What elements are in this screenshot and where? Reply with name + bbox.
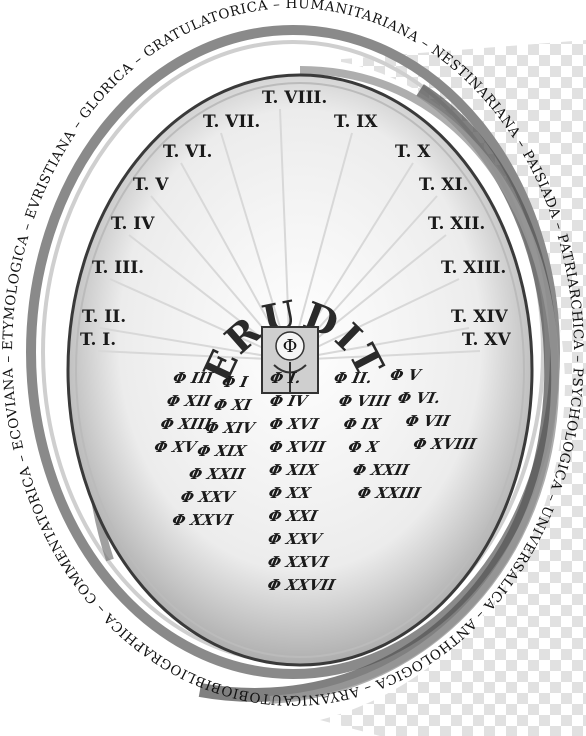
phi-label: Φ XXII [351, 461, 411, 479]
phi-label: Φ XV [152, 438, 200, 456]
phi-label: Φ XXVI [171, 511, 236, 529]
tome-label: T. VII. [203, 112, 260, 132]
phi-label: Φ I. [268, 369, 302, 387]
phi-label: Φ III [171, 369, 215, 387]
phi-label: Φ XIX [267, 461, 321, 479]
phi-label: Φ XIX [195, 442, 249, 460]
tome-label: T. X [395, 142, 431, 162]
phi-label: Φ I [220, 373, 250, 391]
phi-label: Φ XVII [267, 438, 327, 456]
phi-label: Φ XVI [268, 415, 321, 433]
tome-label: T. XIV [451, 307, 508, 327]
phi-label: Φ II. [332, 369, 373, 387]
tome-label: T. V [133, 175, 169, 195]
phi-label: Φ IV [268, 392, 311, 410]
phi-label: Φ XXV [266, 530, 325, 548]
phi-label: Φ VI. [396, 389, 442, 407]
tome-label: T. III. [92, 258, 144, 278]
tome-label: T. VIII. [262, 88, 327, 108]
phi-label: Φ IX [342, 415, 384, 433]
tome-label: T. IV [111, 214, 155, 234]
phi-label: Φ XXIII [356, 484, 423, 502]
phi-label: Φ XXII [187, 465, 247, 483]
tome-label: T. IX [334, 112, 378, 132]
phi-label: Φ VIII [337, 392, 393, 410]
phi-label: Φ XXV [179, 488, 238, 506]
phi-label: Φ XII [165, 392, 214, 410]
tome-label: T. II. [82, 307, 126, 327]
phi-label: Φ XVIII [412, 435, 479, 453]
tome-label: T. XII. [428, 214, 485, 234]
phi-label: Φ XIV [204, 419, 259, 437]
phi-label: Φ X [346, 438, 381, 456]
tome-label: T. VI. [163, 142, 212, 162]
phi-label: Φ XI [212, 396, 254, 414]
phi-label: Φ XXVII [266, 576, 338, 594]
phi-label: Φ XXVI [266, 553, 331, 571]
phi-label: Φ VII [404, 412, 453, 430]
tome-label: T. I. [80, 330, 116, 350]
phi-label: Φ XX [267, 484, 314, 502]
tome-label: T. XIII. [441, 258, 506, 278]
tome-label: T. XI. [419, 175, 468, 195]
phi-label: Φ XXI [267, 507, 320, 525]
logo-letter: Φ [283, 336, 298, 357]
tome-label: T. XV [462, 330, 511, 350]
